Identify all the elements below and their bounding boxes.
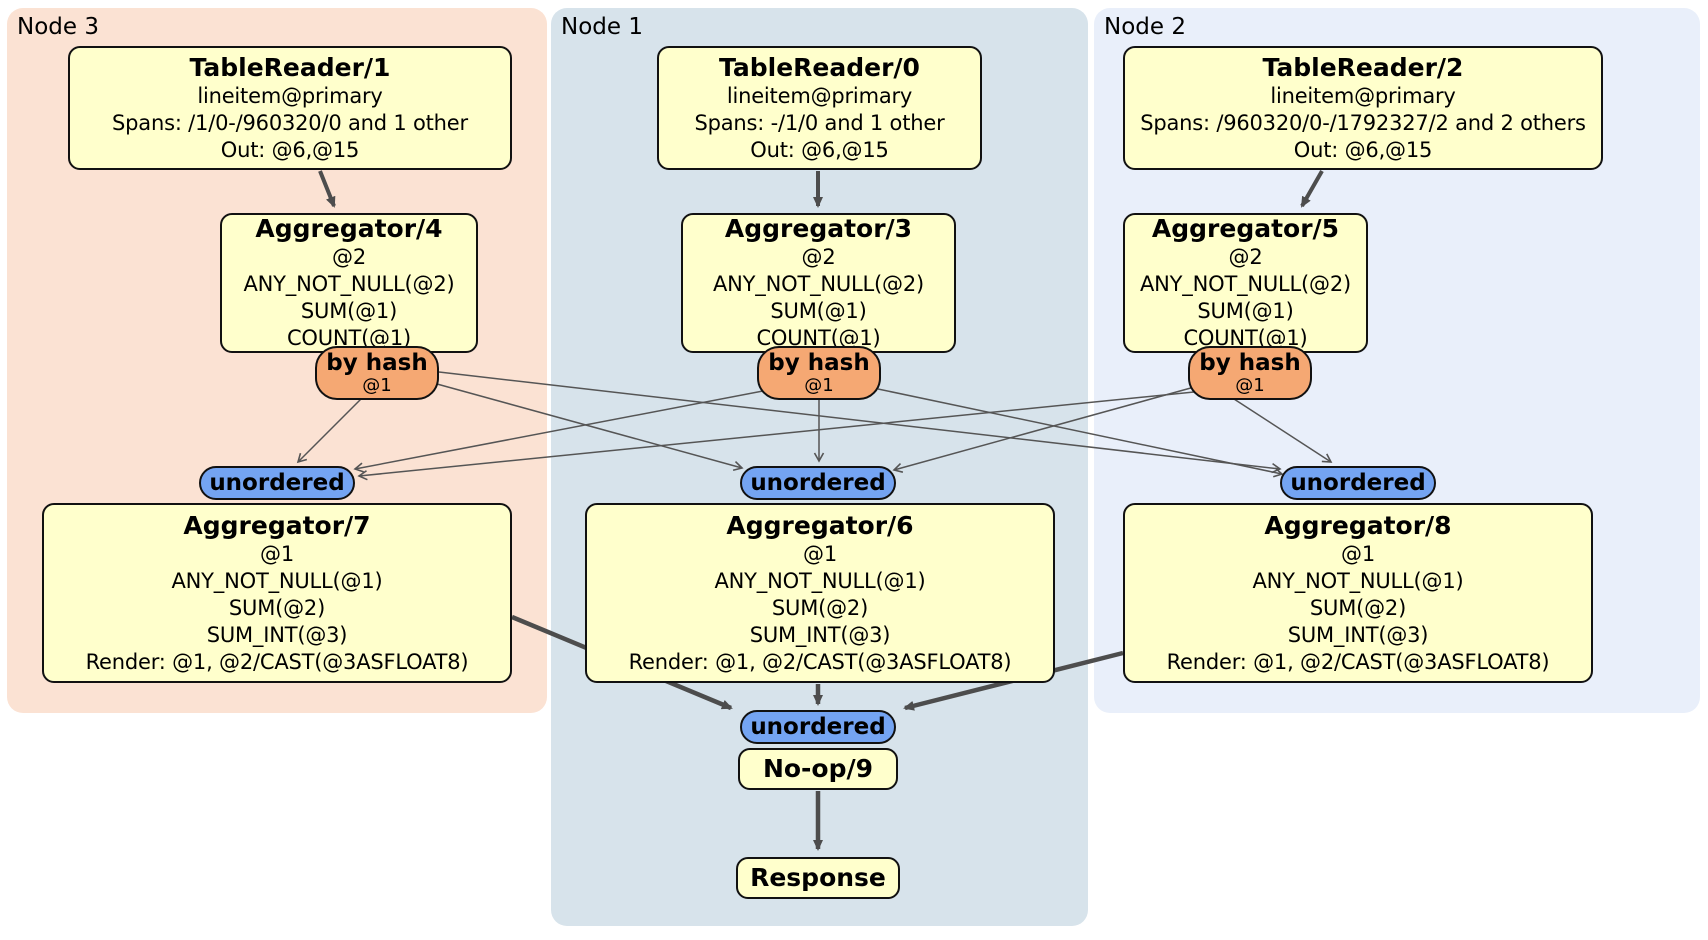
processor-agg-fn: SUM(@2) (228, 595, 326, 620)
processor-groupcol: @2 (332, 245, 366, 269)
router-by-hash-node3: by hash @1 (315, 346, 439, 400)
processor-title: Response (750, 863, 886, 892)
processor-agg-fn: SUM(@1) (770, 299, 867, 323)
processor-noop-9: No-op/9 (738, 748, 898, 790)
router-label: by hash (768, 349, 870, 376)
router-key: @1 (362, 374, 392, 396)
sync-unordered-node3: unordered (199, 466, 355, 500)
processor-agg-fn: SUM(@2) (1309, 595, 1407, 620)
processor-index: lineitem@primary (1270, 83, 1456, 108)
processor-render: Render: @1, @2/CAST(@3ASFLOAT8) (1166, 649, 1550, 674)
router-label: by hash (1199, 349, 1301, 376)
processor-aggregator-8: Aggregator/8 @1 ANY_NOT_NULL(@1) SUM(@2)… (1123, 503, 1593, 683)
processor-title: Aggregator/7 (183, 510, 371, 540)
processor-groupcol: @1 (1341, 541, 1375, 566)
processor-title: Aggregator/6 (726, 510, 914, 540)
router-by-hash-node2: by hash @1 (1188, 346, 1312, 400)
processor-title: No-op/9 (762, 754, 874, 783)
node3-region-label: Node 3 (17, 14, 99, 40)
sync-label: unordered (750, 470, 886, 496)
processor-agg-fn: SUM(@1) (1197, 299, 1294, 323)
node1-region-label: Node 1 (561, 14, 643, 40)
sync-unordered-node1: unordered (740, 466, 896, 500)
processor-agg-fn: ANY_NOT_NULL(@1) (714, 568, 926, 593)
processor-title: Aggregator/5 (1151, 214, 1340, 243)
processor-response: Response (736, 857, 900, 899)
processor-spans: Spans: -/1/0 and 1 other (694, 110, 945, 135)
processor-agg-fn: ANY_NOT_NULL(@2) (713, 272, 924, 296)
processor-aggregator-7: Aggregator/7 @1 ANY_NOT_NULL(@1) SUM(@2)… (42, 503, 512, 683)
processor-aggregator-3: Aggregator/3 @2 ANY_NOT_NULL(@2) SUM(@1)… (681, 213, 956, 353)
sync-label: unordered (1290, 470, 1426, 496)
processor-title: Aggregator/4 (255, 214, 443, 243)
processor-index: lineitem@primary (726, 83, 913, 108)
processor-aggregator-6: Aggregator/6 @1 ANY_NOT_NULL(@1) SUM(@2)… (585, 503, 1055, 683)
processor-index: lineitem@primary (197, 83, 383, 108)
processor-tablereader-1: TableReader/1 lineitem@primary Spans: /1… (68, 46, 512, 170)
processor-spans: Spans: /1/0-/960320/0 and 1 other (112, 110, 468, 135)
processor-title: TableReader/2 (1262, 52, 1464, 82)
processor-agg-fn: ANY_NOT_NULL(@1) (171, 568, 383, 593)
processor-aggregator-5: Aggregator/5 @2 ANY_NOT_NULL(@2) SUM(@1)… (1123, 213, 1368, 353)
processor-agg-fn: SUM_INT(@3) (206, 622, 348, 647)
processor-out: Out: @6,@15 (750, 137, 889, 162)
processor-groupcol: @1 (803, 541, 837, 566)
processor-out: Out: @6,@15 (1293, 137, 1433, 162)
router-key: @1 (1235, 374, 1265, 396)
processor-title: Aggregator/8 (1264, 510, 1452, 540)
processor-agg-fn: SUM(@1) (300, 299, 398, 323)
processor-tablereader-0: TableReader/0 lineitem@primary Spans: -/… (657, 46, 982, 170)
processor-agg-fn: SUM_INT(@3) (749, 622, 891, 647)
processor-groupcol: @2 (801, 245, 836, 269)
sync-unordered-final: unordered (740, 710, 896, 744)
processor-agg-fn: ANY_NOT_NULL(@2) (243, 272, 455, 296)
processor-render: Render: @1, @2/CAST(@3ASFLOAT8) (85, 649, 469, 674)
processor-title: Aggregator/3 (724, 214, 913, 243)
router-key: @1 (804, 374, 834, 396)
sync-label: unordered (750, 714, 886, 740)
node2-region-label: Node 2 (1104, 14, 1186, 40)
processor-out: Out: @6,@15 (220, 137, 360, 162)
processor-spans: Spans: /960320/0-/1792327/2 and 2 others (1140, 110, 1586, 135)
processor-groupcol: @1 (260, 541, 294, 566)
processor-title: TableReader/0 (719, 52, 920, 82)
processor-agg-fn: ANY_NOT_NULL(@1) (1252, 568, 1464, 593)
processor-render: Render: @1, @2/CAST(@3ASFLOAT8) (628, 649, 1012, 674)
processor-aggregator-4: Aggregator/4 @2 ANY_NOT_NULL(@2) SUM(@1)… (220, 213, 478, 353)
sync-label: unordered (209, 470, 345, 496)
processor-agg-fn: ANY_NOT_NULL(@2) (1140, 272, 1351, 296)
processor-agg-fn: SUM_INT(@3) (1287, 622, 1429, 647)
processor-tablereader-2: TableReader/2 lineitem@primary Spans: /9… (1123, 46, 1603, 170)
processor-title: TableReader/1 (189, 52, 391, 82)
router-by-hash-node1: by hash @1 (757, 346, 881, 400)
processor-groupcol: @2 (1228, 245, 1263, 269)
router-label: by hash (326, 349, 428, 376)
sync-unordered-node2: unordered (1280, 466, 1436, 500)
processor-agg-fn: SUM(@2) (771, 595, 869, 620)
